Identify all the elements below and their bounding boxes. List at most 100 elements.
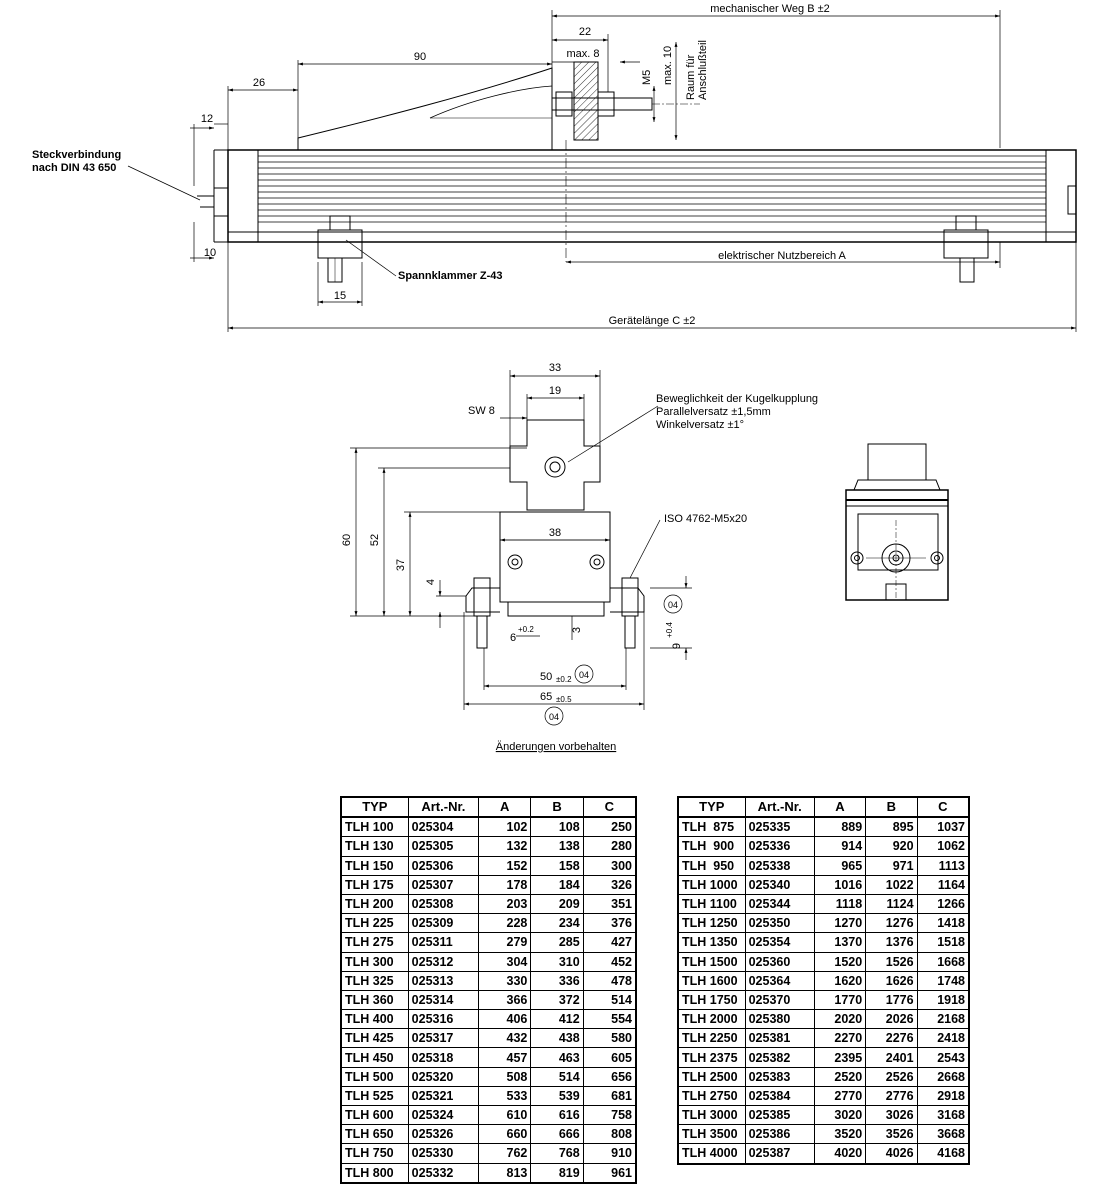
cell-b: 3026 bbox=[865, 1104, 918, 1126]
cell-typ: TLH 2000 bbox=[677, 1009, 746, 1030]
cell-c: 478 bbox=[582, 970, 637, 991]
side-view bbox=[197, 61, 1077, 283]
label-dim-10: 10 bbox=[204, 247, 216, 259]
cell-a: 4020 bbox=[813, 1143, 867, 1165]
label-dim-15: 15 bbox=[334, 290, 346, 302]
cell-a: 228 bbox=[478, 913, 532, 934]
label-steck2: nach DIN 43 650 bbox=[32, 162, 116, 174]
cell-b: 310 bbox=[530, 951, 584, 972]
cell-c: 1062 bbox=[916, 836, 970, 857]
cell-c: 3668 bbox=[916, 1124, 970, 1145]
label-elek: elektrischer Nutzbereich A bbox=[718, 250, 846, 262]
label-tol-02: +0.2 bbox=[518, 625, 534, 634]
cell-typ: TLH 2750 bbox=[677, 1085, 746, 1107]
cell-c: 605 bbox=[582, 1047, 637, 1068]
col-header-typ: TYP bbox=[677, 796, 746, 819]
cell-art-nr: 025320 bbox=[407, 1066, 480, 1087]
cell-b: 463 bbox=[530, 1047, 584, 1068]
cell-art-nr: 025318 bbox=[407, 1047, 480, 1068]
label-spann: Spannklammer Z-43 bbox=[398, 270, 503, 282]
cell-art-nr: 025381 bbox=[744, 1028, 815, 1049]
cell-b: 616 bbox=[530, 1104, 584, 1126]
cell-typ: TLH 1250 bbox=[677, 913, 746, 934]
cell-art-nr: 025383 bbox=[744, 1066, 815, 1087]
cell-a: 432 bbox=[478, 1028, 532, 1049]
cell-c: 1037 bbox=[916, 816, 970, 838]
cell-art-nr: 025354 bbox=[744, 932, 815, 953]
col-header-a: A bbox=[478, 796, 532, 819]
cell-b: 895 bbox=[865, 816, 918, 838]
cell-typ: TLH 1750 bbox=[677, 989, 746, 1011]
cell-a: 610 bbox=[478, 1104, 532, 1126]
cell-art-nr: 025317 bbox=[407, 1028, 480, 1049]
label-aenderungen: Änderungen vorbehalten bbox=[496, 741, 616, 753]
cell-typ: TLH 400 bbox=[340, 1009, 409, 1030]
label-dim-90: 90 bbox=[414, 51, 426, 63]
cell-b: 372 bbox=[530, 989, 584, 1011]
cell-a: 3520 bbox=[813, 1124, 867, 1145]
cell-b: 666 bbox=[530, 1124, 584, 1145]
cell-c: 808 bbox=[582, 1124, 637, 1145]
cell-typ: TLH 900 bbox=[677, 836, 746, 857]
cell-a: 1118 bbox=[813, 893, 867, 915]
col-header-typ: TYP bbox=[340, 796, 409, 819]
label-circ-04-a: 04 bbox=[668, 600, 678, 610]
cell-typ: TLH 360 bbox=[340, 989, 409, 1011]
cell-c: 2418 bbox=[916, 1028, 970, 1049]
upper-block bbox=[509, 419, 601, 511]
cell-art-nr: 025316 bbox=[407, 1009, 480, 1030]
cell-a: 330 bbox=[478, 970, 532, 991]
cell-a: 406 bbox=[478, 1009, 532, 1030]
cell-b: 336 bbox=[530, 970, 584, 991]
cell-art-nr: 025384 bbox=[744, 1085, 815, 1107]
cell-typ: TLH 650 bbox=[340, 1124, 409, 1145]
cell-c: 758 bbox=[582, 1104, 637, 1126]
cell-a: 508 bbox=[478, 1066, 532, 1087]
cell-typ: TLH 325 bbox=[340, 970, 409, 991]
col-header-b: B bbox=[530, 796, 584, 819]
label-dim-65: 65 bbox=[540, 691, 552, 703]
label-m5: M5 bbox=[641, 70, 653, 85]
label-max8-b: max. 8 bbox=[566, 48, 599, 60]
label-iso: ISO 4762-M5x20 bbox=[664, 513, 747, 525]
cell-b: 1276 bbox=[865, 913, 918, 934]
cell-c: 3168 bbox=[916, 1104, 970, 1126]
label-dim-22: 22 bbox=[579, 26, 591, 38]
cell-c: 2543 bbox=[916, 1047, 970, 1068]
cell-a: 762 bbox=[478, 1143, 532, 1164]
bolt-left bbox=[473, 577, 491, 617]
label-tol-04: +0.4 bbox=[665, 622, 674, 638]
cell-typ: TLH 1600 bbox=[677, 970, 746, 991]
cell-typ: TLH 3500 bbox=[677, 1124, 746, 1145]
cell-a: 1770 bbox=[813, 989, 867, 1011]
cell-art-nr: 025380 bbox=[744, 1009, 815, 1030]
cell-a: 3020 bbox=[813, 1104, 867, 1126]
cell-a: 2395 bbox=[813, 1047, 867, 1068]
cell-c: 1418 bbox=[916, 913, 970, 934]
cell-art-nr: 025338 bbox=[744, 855, 815, 876]
label-dim-52: 52 bbox=[369, 534, 381, 546]
cell-typ: TLH 300 bbox=[340, 951, 409, 972]
cell-b: 234 bbox=[530, 913, 584, 934]
cell-typ: TLH 1100 bbox=[677, 893, 746, 915]
cell-b: 3526 bbox=[865, 1124, 918, 1145]
cell-c: 280 bbox=[582, 836, 637, 857]
table-header-row: TYP Art.-Nr. A B C bbox=[677, 796, 970, 819]
cell-art-nr: 025332 bbox=[407, 1162, 480, 1184]
cell-art-nr: 025360 bbox=[744, 951, 815, 972]
connector-plug bbox=[213, 187, 229, 217]
cell-art-nr: 025312 bbox=[407, 951, 480, 972]
cell-b: 412 bbox=[530, 1009, 584, 1030]
